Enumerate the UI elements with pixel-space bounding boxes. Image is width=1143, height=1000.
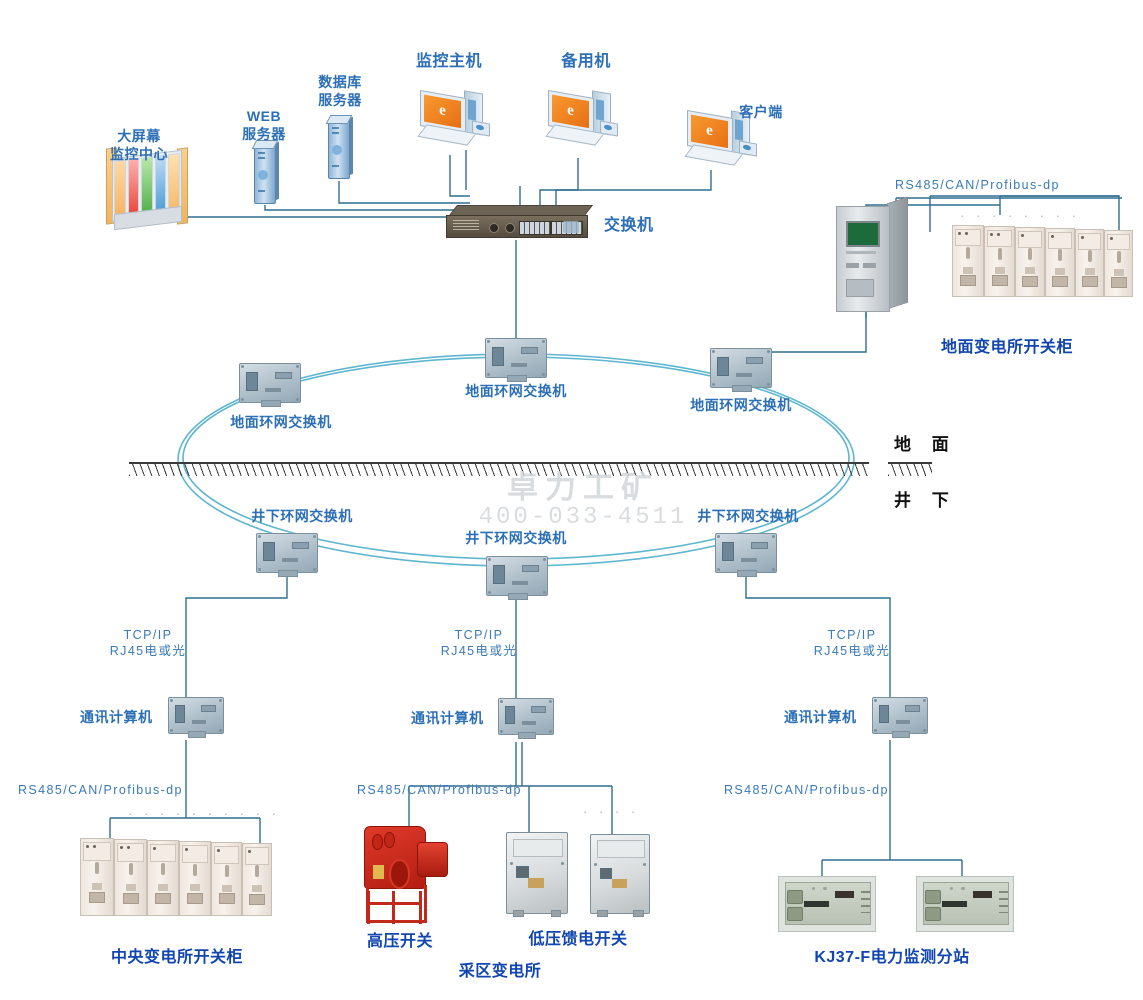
surface-ring-switch-left-device [239,363,301,407]
watermark-phone: 400-033-4511 [478,504,688,531]
surface-ring-switch-center-device [485,338,547,382]
label-fieldbus-left: RS485/CAN/Profibus-dp [18,783,183,797]
label-surface-ring-switch-right: 地面环网交换机 [690,397,792,413]
label-central-switchgear: 中央变电所开关柜 [110,949,244,966]
hv-switch-device [364,826,448,924]
label-surface-ring-switch-center: 地面环网交换机 [465,383,567,399]
label-fieldbus-right: RS485/CAN/Profibus-dp [724,783,889,797]
label-rs485-bus-surface: RS485/CAN/Profibus-dp [895,178,1060,192]
control-cabinet-device [836,196,908,312]
comm-computer-right-device [872,697,928,738]
kj37f-substation-device-1 [778,876,876,932]
label-underground-ring-switch-left: 井下环网交换机 [251,508,353,524]
underground-ring-switch-center-device [486,556,548,600]
label-surface-ring-switch-left: 地面环网交换机 [230,414,332,430]
label-uplink-center: TCP/IP RJ45电或光 [440,628,518,658]
label-underground-side: 井 下 [894,491,957,510]
label-uplink-right: TCP/IP RJ45电或光 [813,628,891,658]
lv-feeder-dots: · · · · [583,804,640,819]
comm-computer-left-device [168,697,224,738]
label-ground-switchgear: 地面变电所开关柜 [940,339,1074,356]
label-lv-feeder: 低压馈电开关 [528,931,628,948]
surface-ring-switch-right-device [710,348,772,392]
lv-feeder-device-2 [590,834,650,917]
ground-switchgear-device [952,225,1133,297]
kj37f-substation-device-2 [916,876,1014,932]
label-kj37f-substation: KJ37-F电力监测分站 [814,949,970,966]
watermark-brand: 卓力工矿 [507,470,659,505]
label-underground-ring-switch-right: 井下环网交换机 [697,508,799,524]
label-comm-computer-center: 通讯计算机 [411,710,484,726]
ground-line [129,462,869,476]
label-comm-computer-right: 通讯计算机 [784,709,857,725]
label-core-switch: 交换机 [604,217,654,234]
core-switch-device [446,205,594,239]
monitor-host-device: e [417,89,496,154]
underground-ring-switch-right-device [715,533,777,577]
comm-computer-center-device [498,698,554,739]
lv-feeder-device-1 [506,832,568,917]
label-uplink-left: TCP/IP RJ45电或光 [109,628,187,658]
label-mining-substation-group: 采区变电所 [458,963,542,980]
label-comm-computer-left: 通讯计算机 [80,709,153,725]
backup-host-device: e [545,89,624,154]
underground-ring-switch-left-device [256,533,318,577]
ground-gear-dots: · · · · · · · · [960,208,1080,223]
label-underground-ring-switch-center: 井下环网交换机 [465,530,567,546]
label-big-screen-center: 大屏幕 监控中心 [110,128,168,162]
watermark: 卓力工矿 400-033-4511 [478,472,688,533]
central-switchgear-device [80,838,272,916]
label-surface-side: 地 面 [894,435,957,454]
ground-line-right [888,462,932,476]
label-web-server: WEB 服务器 [242,108,286,142]
central-gear-dots: · · · · · · · · · · [128,806,280,821]
label-backup-host: 备用机 [561,53,611,70]
label-fieldbus-center: RS485/CAN/Profibus-dp [357,783,522,797]
label-database-server: 数据库 服务器 [318,74,362,108]
label-monitor-host: 监控主机 [415,53,483,70]
label-hv-switch: 高压开关 [366,933,434,950]
web-server-device [250,140,280,206]
label-client: 客户端 [739,104,783,120]
database-server-device [324,115,354,181]
